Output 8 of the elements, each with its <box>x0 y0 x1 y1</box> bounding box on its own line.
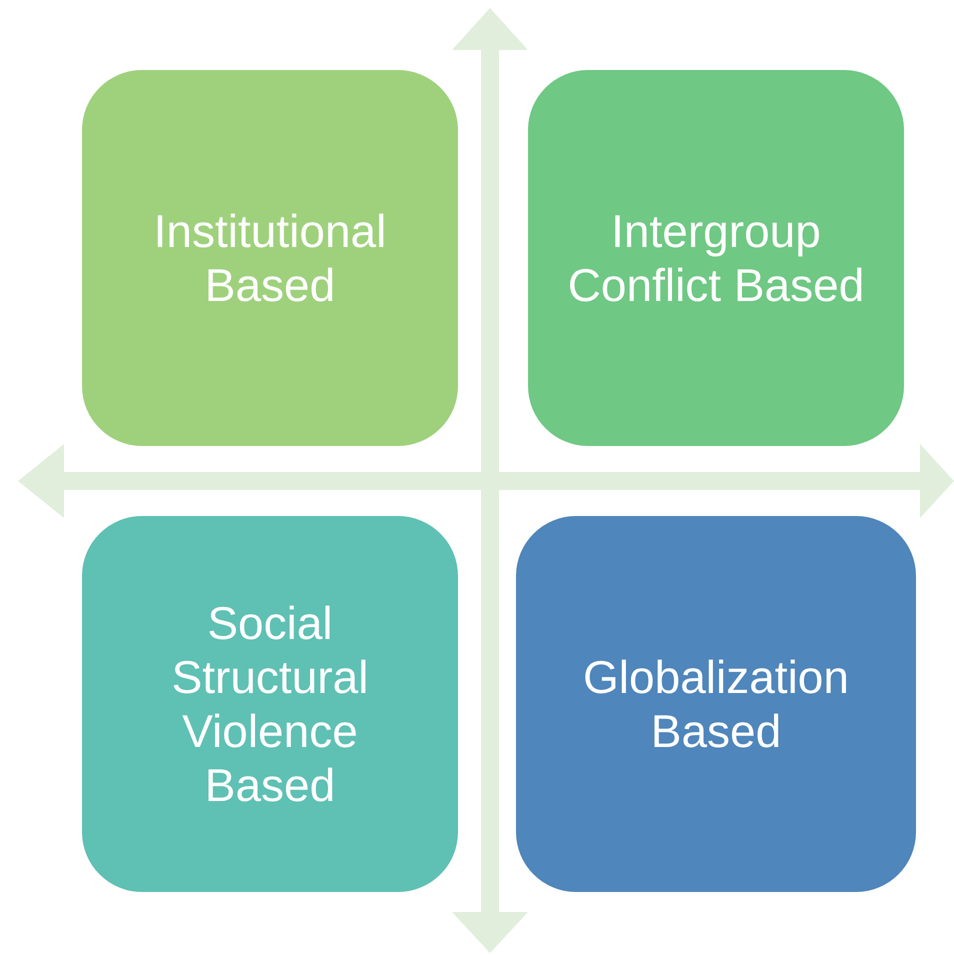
quadrant-box <box>82 516 458 892</box>
quadrant-label: Globalization Based <box>582 650 850 758</box>
quadrant-box <box>82 70 458 446</box>
quadrant-label: Social Structural Violence Based <box>170 596 370 812</box>
quadrant-label: Institutional Based <box>152 204 388 312</box>
quadrant-box <box>516 516 916 892</box>
quadrant-label: Intergroup Conflict Based <box>566 204 866 312</box>
quadrant-box <box>528 70 904 446</box>
